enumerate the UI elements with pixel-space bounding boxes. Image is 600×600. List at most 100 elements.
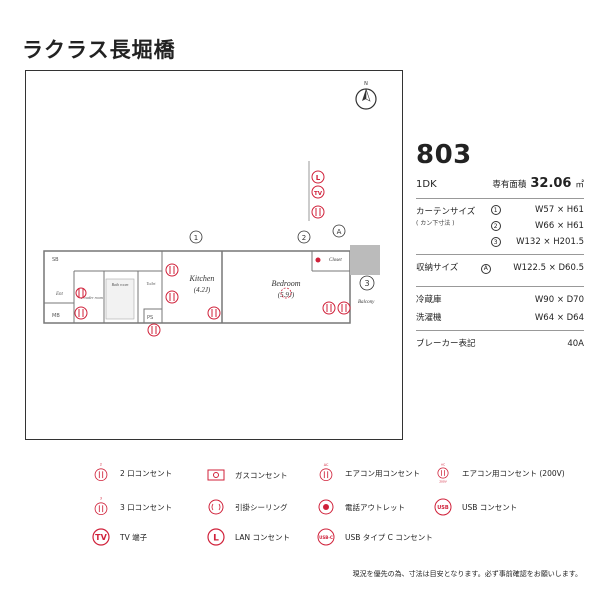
page-title: ラクラス長堀橋 [22, 38, 176, 62]
outlet-icon [74, 205, 351, 337]
legend-item-phone: 電話アウトレット [315, 496, 405, 518]
curtain-marker-3: 3 [359, 275, 375, 291]
svg-text:TV: TV [314, 191, 323, 197]
phone-outlet-icon [315, 257, 321, 263]
ac-outlet-icon: AC [319, 463, 333, 482]
curtain-value-3: W132 × H201.5 [516, 237, 584, 247]
info-panel: 803 1DK 専有面積 32.06 ㎡ カーテンサイズ ( カン下寸法 ) 1… [416, 140, 584, 349]
compass-icon: N [355, 81, 377, 110]
svg-text:3: 3 [100, 496, 102, 500]
svg-text:TV: TV [95, 533, 107, 542]
gas-outlet-icon [207, 469, 225, 481]
legend-item-lan: L LAN コンセント [205, 526, 290, 548]
entrance-label: Ent [55, 292, 64, 297]
curtain-mark-2: 2 [490, 221, 501, 231]
usb-c-outlet-icon: USB-C [317, 528, 335, 546]
legend: 2 2 口コンセント ガスコンセント AC エアコン用コンセント AC 200V… [90, 462, 600, 562]
ceiling-hook-icon [208, 499, 224, 515]
divider [416, 254, 584, 255]
storage-marker-a: A [332, 224, 346, 238]
curtain-value-1: W57 × H61 [535, 205, 584, 215]
svg-text:AC: AC [441, 463, 445, 467]
walls [43, 161, 351, 324]
washer-value: W64 × D64 [534, 312, 584, 323]
bedroom-label: Bedroom [271, 279, 300, 288]
breaker-value: 40A [567, 338, 584, 349]
curtain-note: ( カン下寸法 ) [416, 220, 455, 227]
usb-outlet-icon: USB [434, 498, 452, 516]
three-outlet-icon: 3 [94, 496, 108, 516]
storage-row: 収納サイズ A W122.5 × D60.5 [416, 261, 584, 274]
closet-label: Closet [329, 258, 342, 263]
legend-item-ceiling: 引掛シーリング [205, 496, 288, 518]
svg-text:A: A [337, 228, 342, 236]
fridge-value: W90 × D70 [534, 294, 584, 305]
svg-text:AC: AC [324, 463, 329, 467]
svg-text:1: 1 [194, 234, 198, 242]
two-outlet-icon: 2 [94, 462, 108, 482]
tv-outlet-legend-icon: TV [92, 528, 110, 546]
fridge-label: 冷蔵庫 [416, 294, 442, 305]
svg-text:USB: USB [437, 505, 449, 511]
layout-type: 1DK [416, 179, 437, 190]
lan-outlet-icon: L [311, 170, 325, 184]
ps-label: PS [147, 315, 153, 321]
washer-row: 洗濯機 W64 × D64 [416, 311, 584, 323]
ceiling-light-icon [280, 287, 292, 299]
svg-text:L: L [316, 174, 321, 182]
balcony-label: Balcony [358, 300, 375, 305]
curtain-label: カーテンサイズ [416, 207, 476, 217]
bath-label: Bath room [112, 282, 129, 287]
sb-label: SB [52, 257, 59, 263]
toilet-label: Toilet [147, 281, 157, 286]
north-label: N [364, 81, 368, 87]
svg-text:2: 2 [100, 462, 102, 466]
floor-plan: N Kitchen (4.2J) Bedroom (5.9J) Closet B… [43, 81, 380, 337]
powder-label: Powder room [80, 295, 103, 300]
kitchen-size: (4.2J) [194, 286, 211, 294]
curtain-sizes: カーテンサイズ ( カン下寸法 ) 1 2 3 W57 × H61 W66 × … [416, 205, 584, 247]
legend-item-usbc: USB-C USB タイプ C コンセント [315, 526, 433, 548]
legend-item-tv: TV TV 端子 [90, 526, 147, 548]
floor-plan-frame: N Kitchen (4.2J) Bedroom (5.9J) Closet B… [25, 70, 403, 440]
storage-value: W122.5 × D60.5 [513, 263, 584, 273]
svg-text:200V: 200V [439, 480, 447, 484]
curtain-mark-1: 1 [490, 205, 501, 215]
svg-text:3: 3 [364, 279, 369, 288]
tv-outlet-icon: TV [311, 185, 325, 199]
balcony-area [350, 245, 380, 275]
curtain-marker-1: 1 [189, 230, 203, 244]
divider [416, 329, 584, 331]
layout-row: 1DK 専有面積 32.06 ㎡ [416, 176, 584, 191]
divider [416, 285, 584, 287]
legend-item-three-outlet: 3 3 口コンセント [90, 496, 172, 518]
bedroom-size: (5.9J) [278, 291, 295, 299]
storage-mark: A [480, 263, 491, 274]
area-label: 専有面積 [492, 180, 527, 190]
kitchen-label: Kitchen [189, 274, 215, 283]
legend-item-ac: AC エアコン用コンセント [315, 462, 420, 484]
svg-text:L: L [213, 534, 219, 544]
legend-item-ac200: AC 200V エアコン用コンセント (200V) [432, 462, 565, 484]
divider [416, 198, 584, 199]
phone-outlet-legend-icon [318, 499, 334, 515]
footer-note: 現況を優先の為、寸法は目安となります。必ず事前確認をお願いします。 [352, 570, 582, 578]
fridge-row: 冷蔵庫 W90 × D70 [416, 293, 584, 305]
curtain-marker-2: 2 [297, 230, 311, 244]
washer-label: 洗濯機 [416, 312, 442, 323]
legend-item-usb: USB USB コンセント [432, 496, 517, 518]
mb-label: MB [52, 313, 60, 319]
curtain-mark-3: 3 [490, 237, 501, 247]
storage-label: 収納サイズ [416, 263, 459, 273]
legend-item-gas: ガスコンセント [205, 464, 288, 486]
room-number: 803 [416, 140, 472, 170]
area-unit: ㎡ [575, 180, 584, 190]
curtain-value-2: W66 × H61 [535, 221, 584, 231]
breaker-row: ブレーカー表記 40A [416, 337, 584, 349]
breaker-label: ブレーカー表記 [416, 338, 476, 349]
area-value: 32.06 [530, 176, 572, 191]
svg-text:USB-C: USB-C [319, 535, 333, 540]
legend-item-two-outlet: 2 2 口コンセント [90, 462, 172, 484]
ac-200v-outlet-icon: AC 200V [437, 463, 449, 484]
svg-text:2: 2 [302, 234, 306, 242]
